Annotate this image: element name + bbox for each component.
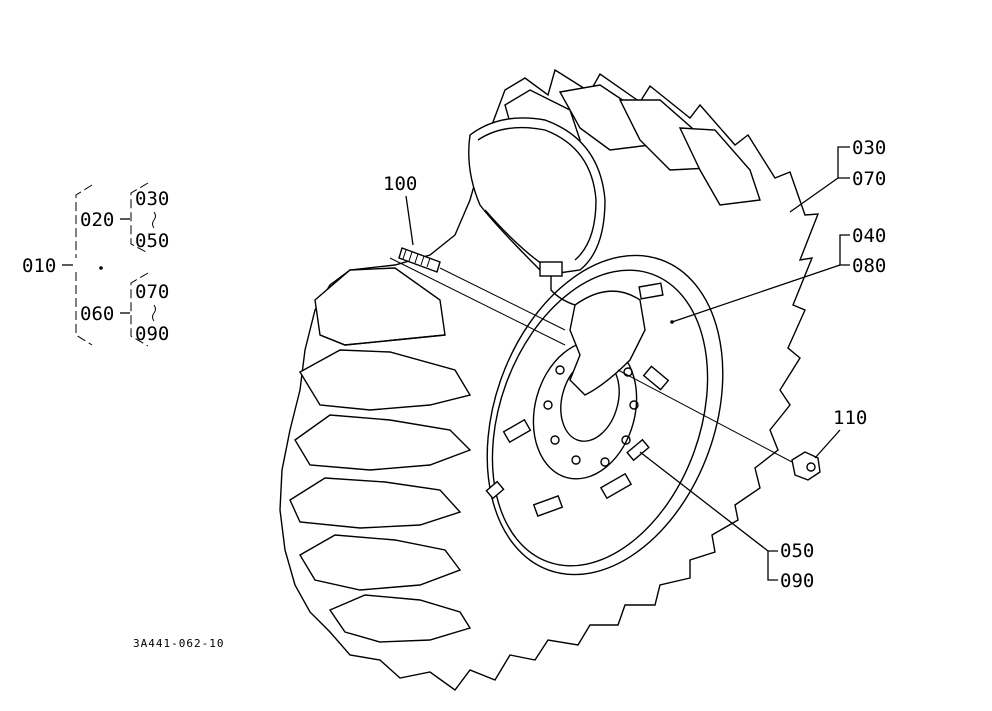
tire-drawing (279, 68, 820, 691)
stud-bolt (398, 247, 441, 273)
tree-root-label: 010 (22, 255, 56, 277)
callout-070-label: 070 (852, 168, 886, 190)
tilde-mark (152, 304, 156, 322)
stud-bolt-100 (389, 247, 566, 346)
wheel-disc-inner (491, 269, 709, 567)
callout-100-label: 100 (383, 173, 417, 195)
hierarchy-tree: 010 020 030 050 060 070 090 (22, 182, 169, 347)
tree-item-050-label: 050 (135, 230, 169, 252)
left-tread-lugs (289, 267, 472, 643)
stud-leader (439, 267, 566, 331)
rim-flap (569, 290, 646, 396)
root-bracket (75, 184, 93, 346)
nut-axis-line (617, 369, 793, 463)
group-020-bracket (130, 182, 149, 254)
callout-090-label: 090 (780, 570, 814, 592)
tree-item-070-label: 070 (135, 281, 169, 303)
callout-050-090: 050 090 (639, 451, 814, 592)
root-dot (99, 266, 103, 270)
callout-110: 110 (814, 407, 867, 459)
callout-110-label: 110 (833, 407, 867, 429)
hex-nut (791, 451, 821, 481)
callout-040-label: 040 (852, 225, 886, 247)
callout-030-label: 030 (852, 137, 886, 159)
group-060-bracket (130, 272, 149, 347)
disc-slots (485, 282, 670, 517)
callout-050-label: 050 (780, 540, 814, 562)
tree-group-020-label: 020 (80, 209, 114, 231)
tree-group-060-label: 060 (80, 303, 114, 325)
tree-item-090-label: 090 (135, 323, 169, 345)
valve-stem (539, 261, 563, 277)
callout-080-label: 080 (852, 255, 886, 277)
callout-030-070: 030 070 (789, 137, 886, 213)
tilde-mark (152, 211, 156, 229)
tire-tube-cutaway (468, 117, 606, 306)
nut-110 (617, 369, 821, 481)
callout-040-080: 040 080 (670, 225, 886, 324)
callout-100: 100 (383, 173, 417, 246)
tree-item-030-label: 030 (135, 188, 169, 210)
drawing-number: 3A441-062-10 (133, 637, 224, 650)
